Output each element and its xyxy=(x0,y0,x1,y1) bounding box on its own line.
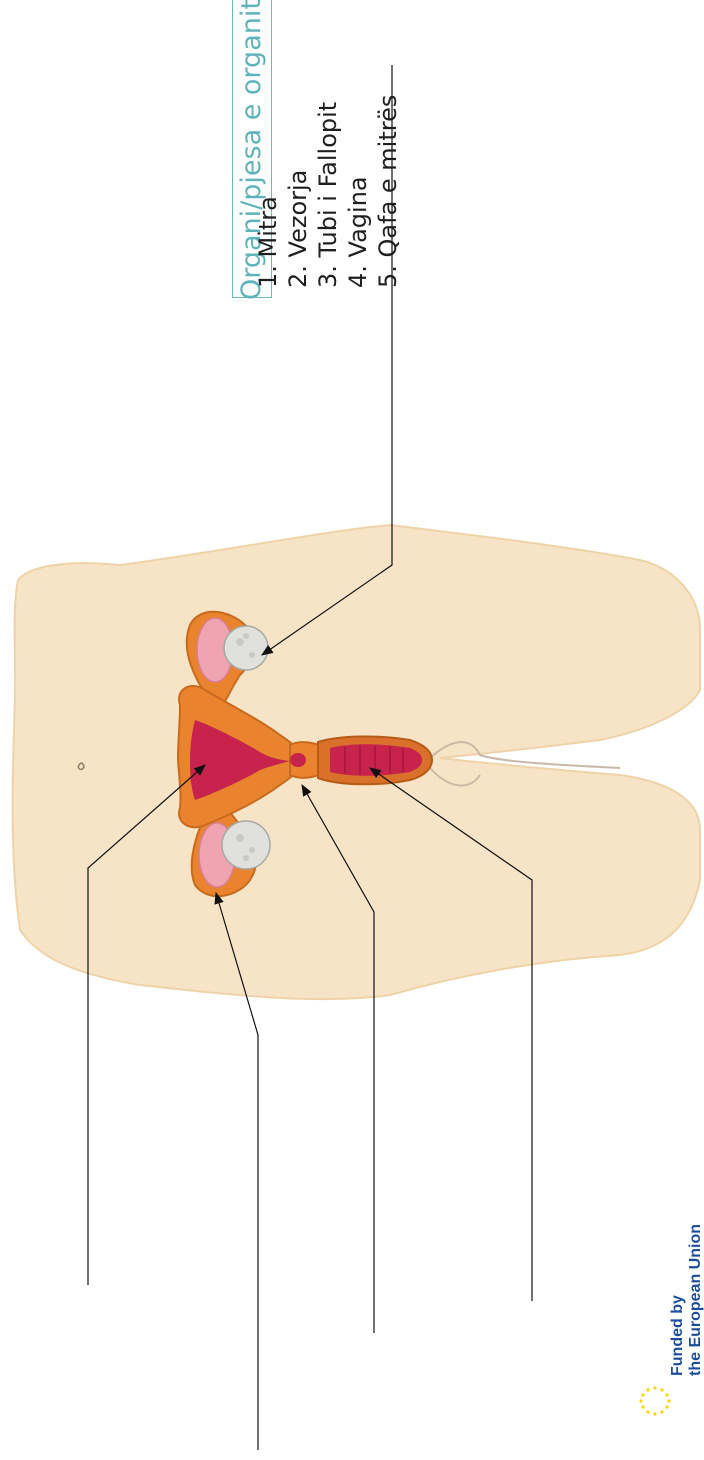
legend-item-4: 4. Vagina xyxy=(343,176,373,288)
legend-item-5: 5. Qafa e mitrës xyxy=(373,95,403,288)
ovary-bottom xyxy=(222,821,270,869)
eu-stars xyxy=(639,1386,670,1415)
ovary-top xyxy=(224,626,268,670)
legend-item-3: 3. Tubi i Fallopit xyxy=(313,102,343,288)
funding-line-2: the European Union xyxy=(687,1224,704,1376)
legend-item-1: 1. Mitra xyxy=(253,196,283,288)
legend-item-2: 2. Vezorja xyxy=(283,170,313,288)
funding-notice: Funded by the European Union xyxy=(669,1224,704,1376)
funding-line-1: Funded by xyxy=(669,1224,687,1376)
vagina-canal xyxy=(330,744,422,776)
